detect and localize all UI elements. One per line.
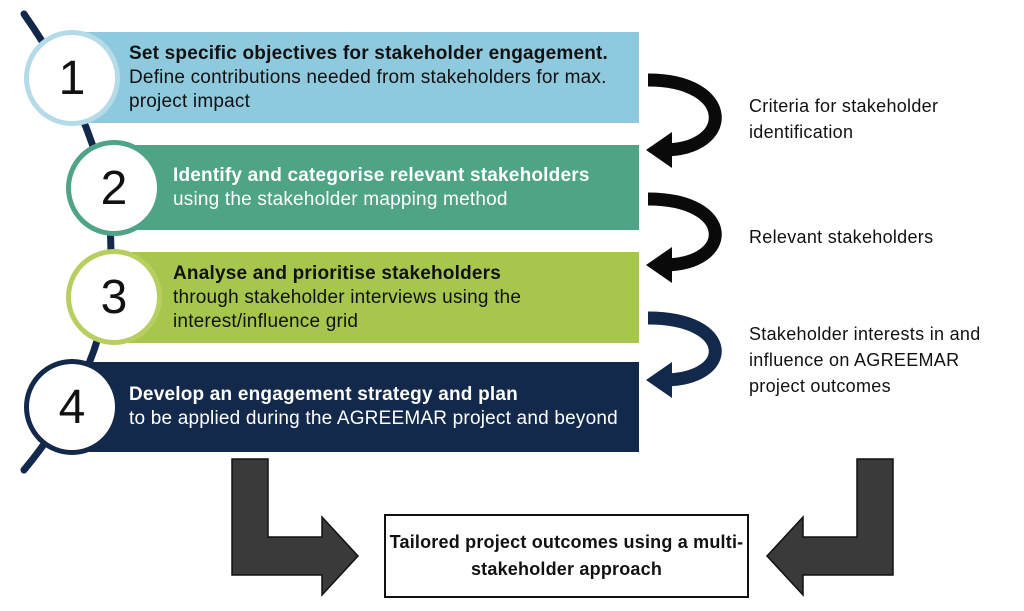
- step-1-banner: Set specific objectives for stakeholder …: [70, 32, 639, 123]
- step-2-title: Identify and categorise relevant stakeho…: [173, 164, 590, 186]
- side-output-3: Stakeholder interests in and influence o…: [749, 324, 981, 396]
- step-1-title: Set specific objectives for stakeholder …: [129, 42, 609, 64]
- side-output-2: Relevant stakeholders: [749, 227, 934, 247]
- step-1-number: 1: [24, 30, 120, 126]
- step-3-banner: Analyse and prioritise stakeholders thro…: [110, 252, 639, 343]
- side-output-1: Criteria for stakeholder identification: [749, 96, 939, 142]
- step-2-banner: Identify and categorise relevant stakeho…: [110, 145, 639, 230]
- step-4-number: 4: [24, 359, 120, 455]
- curved-arrow-icon: [646, 311, 722, 398]
- step-3-title: Analyse and prioritise stakeholders: [173, 262, 502, 284]
- step-2-text: using the stakeholder mapping method: [173, 188, 508, 210]
- elbow-arrow-icon: [765, 458, 894, 597]
- step-1-body: Set specific objectives for stakeholder …: [129, 42, 639, 114]
- step-4-banner: Develop an engagement strategy and plan …: [70, 362, 639, 452]
- step-3-number: 3: [66, 249, 162, 345]
- curved-arrow-icon: [646, 192, 722, 283]
- step-4-text: to be applied during the AGREEMAR projec…: [129, 408, 618, 429]
- step-2-number: 2: [66, 140, 162, 236]
- outcome-box: Tailored project outcomes using a multi-…: [384, 514, 749, 598]
- step-3-text: through stakeholder interviews using the…: [173, 286, 522, 332]
- step-4-title: Develop an engagement strategy and plan: [129, 384, 518, 405]
- elbow-arrow-icon: [231, 458, 360, 597]
- curved-arrow-icon: [646, 73, 722, 168]
- step-1-text: Define contributions needed from stakeho…: [129, 66, 607, 112]
